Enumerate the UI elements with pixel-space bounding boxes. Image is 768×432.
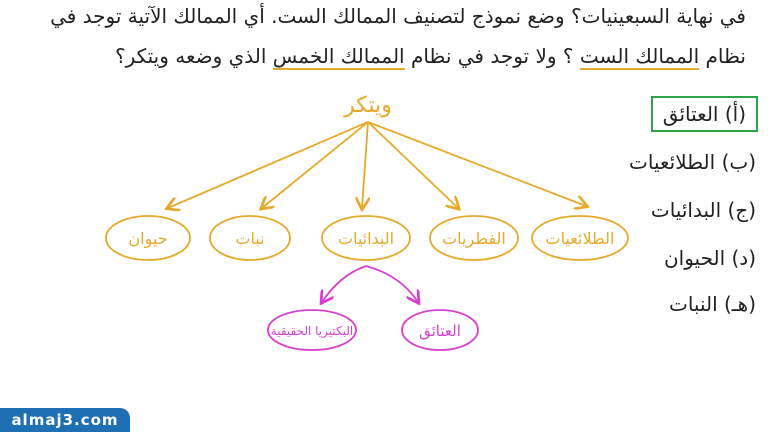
q-five-kingdoms: الممالك الخمس: [272, 44, 405, 70]
option-c[interactable]: (ج) البدائيات: [650, 198, 756, 222]
node-plants: [209, 215, 291, 261]
q-text: الذي وضعه ويتكر؟: [114, 44, 267, 68]
q-text: نظام: [705, 44, 746, 68]
node-fungi: [429, 215, 519, 261]
question-line-1: في نهاية السبعينيات؟ وضع نموذج لتصنيف ال…: [50, 4, 746, 28]
node-protists: [531, 215, 629, 261]
arrow: [365, 265, 418, 302]
arrow: [262, 121, 369, 208]
label-fungi: الفطريات: [442, 229, 506, 249]
q-text: ؟ ولا توجد في نظام: [410, 44, 574, 68]
tree-root: ويتكر: [343, 93, 392, 118]
question-line-2: نظام الممالك الست ؟ ولا توجد في نظام الم…: [114, 44, 746, 70]
label-archaea: العتائق: [419, 322, 461, 340]
label-protists: الطلائعيات: [546, 229, 615, 248]
arrow: [362, 121, 368, 208]
arrow: [367, 121, 586, 206]
label-eubacteria: البكتيريا الحقيقية: [271, 324, 353, 339]
arrow: [168, 121, 369, 208]
option-e[interactable]: (هـ) النبات: [668, 292, 756, 316]
node-prokaryotes: [321, 215, 411, 261]
label-animals: حيوان: [128, 229, 167, 249]
node-eubacteria: [267, 309, 357, 351]
label-prokaryotes: البدائيات: [338, 229, 394, 248]
node-archaea: [401, 309, 479, 351]
option-b[interactable]: (ب) الطلائعيات: [629, 150, 756, 174]
option-d[interactable]: (د) الحيوان: [663, 246, 756, 270]
label-plants: نبات: [235, 229, 264, 248]
q-six-kingdoms: الممالك الست: [579, 44, 700, 70]
option-a[interactable]: (أ) العتائق: [650, 96, 758, 132]
site-logo: almaj3.com: [0, 408, 130, 432]
arrow: [367, 121, 458, 208]
node-animals: [105, 215, 191, 261]
arrow: [322, 265, 367, 302]
